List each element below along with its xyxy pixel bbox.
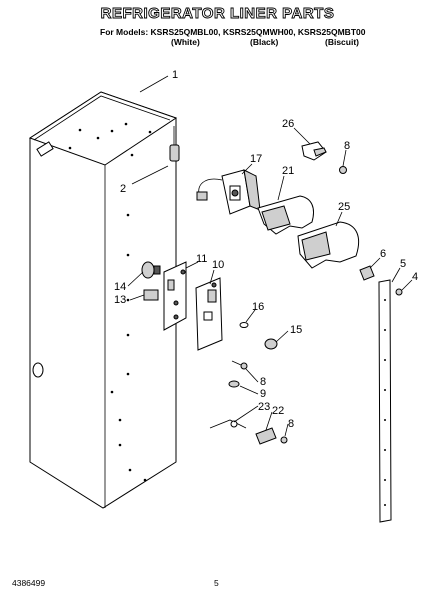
variant-white: (White) — [171, 37, 200, 47]
liner-cabinet — [28, 91, 178, 509]
callout-10: 10 — [212, 259, 224, 271]
callout-9: 9 — [260, 388, 266, 400]
leader-lines — [127, 75, 413, 437]
callout-2: 2 — [120, 183, 126, 195]
wire-harness — [209, 419, 247, 429]
plug — [228, 380, 240, 388]
callout-23: 23 — [258, 401, 270, 413]
clip-bracket — [301, 141, 327, 161]
document-number: 4386499 — [12, 578, 46, 588]
grommet — [264, 338, 278, 350]
variant-biscuit: (Biscuit) — [325, 37, 359, 47]
callout-1: 1 — [172, 69, 178, 81]
callout-26: 26 — [282, 118, 294, 130]
screw-middle — [231, 360, 248, 370]
callout-labels: 1 2 26 8 17 21 25 11 10 14 13 16 15 6 5 … — [114, 69, 418, 430]
callout-21: 21 — [282, 165, 294, 177]
page-number: 5 — [214, 578, 219, 588]
models-prefix: For Models: — [100, 27, 149, 37]
callout-4: 4 — [412, 271, 418, 283]
air-duct-lower — [297, 221, 360, 269]
callout-5: 5 — [400, 258, 406, 270]
callout-6: 6 — [380, 248, 386, 260]
shelf-rail — [378, 279, 392, 523]
light-socket — [169, 122, 180, 162]
callout-8-bottom: 8 — [288, 418, 294, 430]
mounting-bracket — [195, 277, 223, 351]
screw-top — [339, 166, 347, 174]
air-duct-upper — [257, 195, 314, 235]
light-bracket — [163, 261, 187, 331]
door-switch — [255, 427, 277, 445]
rail-screw — [395, 288, 403, 296]
control-housing — [196, 169, 261, 215]
callout-13: 13 — [114, 294, 126, 306]
callout-8-top: 8 — [344, 140, 350, 152]
callout-14: 14 — [114, 281, 126, 293]
screw-bottom — [280, 436, 288, 444]
callout-16: 16 — [252, 301, 264, 313]
callout-15: 15 — [290, 324, 302, 336]
callout-22: 22 — [272, 405, 284, 417]
light-lens — [143, 289, 159, 301]
washer — [239, 322, 249, 328]
callout-8-middle: 8 — [260, 376, 266, 388]
rail-clip — [359, 265, 375, 281]
callout-25: 25 — [338, 201, 350, 213]
callout-17: 17 — [250, 153, 262, 165]
model-list: For Models: KSRS25QMBL00, KSRS25QMWH00, … — [100, 27, 400, 37]
light-bulb — [141, 261, 161, 279]
callout-11: 11 — [196, 253, 207, 265]
variant-black: (Black) — [250, 37, 279, 47]
page-title: REFRIGERATOR LINER PARTS — [100, 5, 335, 23]
models-numbers: KSRS25QMBL00, KSRS25QMWH00, KSRS25QMBT00 — [150, 27, 366, 37]
